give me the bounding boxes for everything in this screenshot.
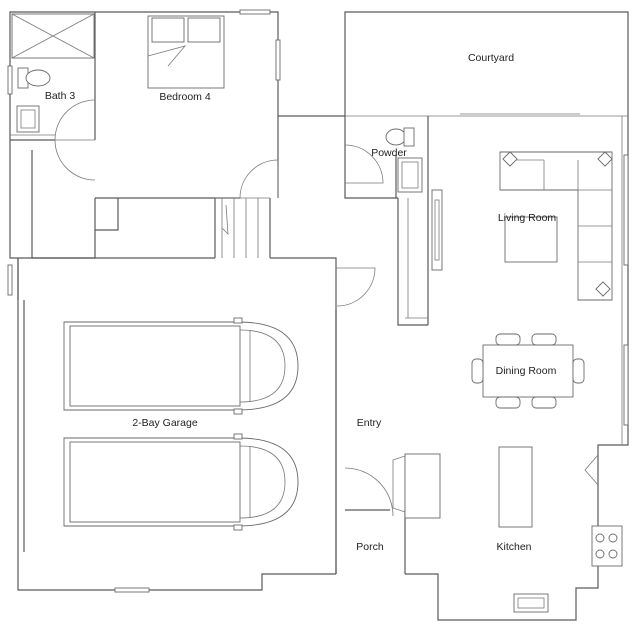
sink-bath3 <box>16 105 40 133</box>
label-bath3: Bath 3 <box>45 90 76 102</box>
label-garage: 2-Bay Garage <box>132 417 198 429</box>
label-porch: Porch <box>356 541 384 553</box>
staircase <box>215 197 270 258</box>
door-bedroom4 <box>239 159 279 199</box>
tv-console <box>431 189 443 271</box>
label-dining-room: Dining Room <box>496 365 557 377</box>
wall-powder <box>344 116 398 199</box>
door-front <box>344 467 394 517</box>
window-dining <box>623 344 629 426</box>
cooktop <box>591 525 623 567</box>
door-front-b <box>392 455 406 513</box>
wall-pantry <box>397 198 428 326</box>
label-bedroom4: Bedroom 4 <box>159 91 211 103</box>
room-labels: Courtyard Bath 3 Bedroom 4 Powder Living… <box>45 52 557 553</box>
label-entry: Entry <box>357 417 382 429</box>
window-bedroom-top <box>239 9 271 15</box>
door-bath3-hall <box>54 139 96 181</box>
kitchen-island <box>498 446 533 528</box>
wall-bedroom-outline <box>9 11 345 140</box>
label-kitchen: Kitchen <box>496 541 531 553</box>
walls <box>9 11 629 621</box>
bed-icon <box>147 15 225 89</box>
car-icon-top <box>63 317 299 415</box>
wall-courtyard <box>344 11 629 116</box>
window-bath <box>7 65 13 95</box>
window-bedroom-right <box>275 39 281 81</box>
coffee-table <box>504 216 558 263</box>
window-left-corridor <box>7 264 13 296</box>
window-garage-bottom <box>114 587 150 593</box>
doors <box>54 99 441 519</box>
label-courtyard: Courtyard <box>468 52 514 64</box>
wall-corridor-step <box>31 150 96 259</box>
wall-garage-top-right <box>270 257 337 574</box>
wall-right-outline <box>405 116 629 621</box>
window-living <box>623 154 629 266</box>
door-garage <box>336 267 376 307</box>
toilet-powder-icon <box>385 127 415 147</box>
kitchen-sink <box>513 593 549 613</box>
door-powder <box>344 144 384 184</box>
car-icon-bottom <box>63 433 299 531</box>
label-living-room: Living Room <box>498 212 557 224</box>
fridge-door <box>584 454 599 486</box>
label-powder: Powder <box>371 147 407 159</box>
wall-garage-outline <box>17 258 336 591</box>
sectional-sofa-icon <box>499 151 613 301</box>
wall-corridor-step-b <box>95 198 119 231</box>
fixtures <box>11 13 623 613</box>
windows <box>7 9 629 593</box>
dining-table-icon <box>471 333 585 409</box>
entry-closet <box>404 453 441 519</box>
door-bath3 <box>54 99 96 141</box>
toilet-icon <box>17 67 51 89</box>
